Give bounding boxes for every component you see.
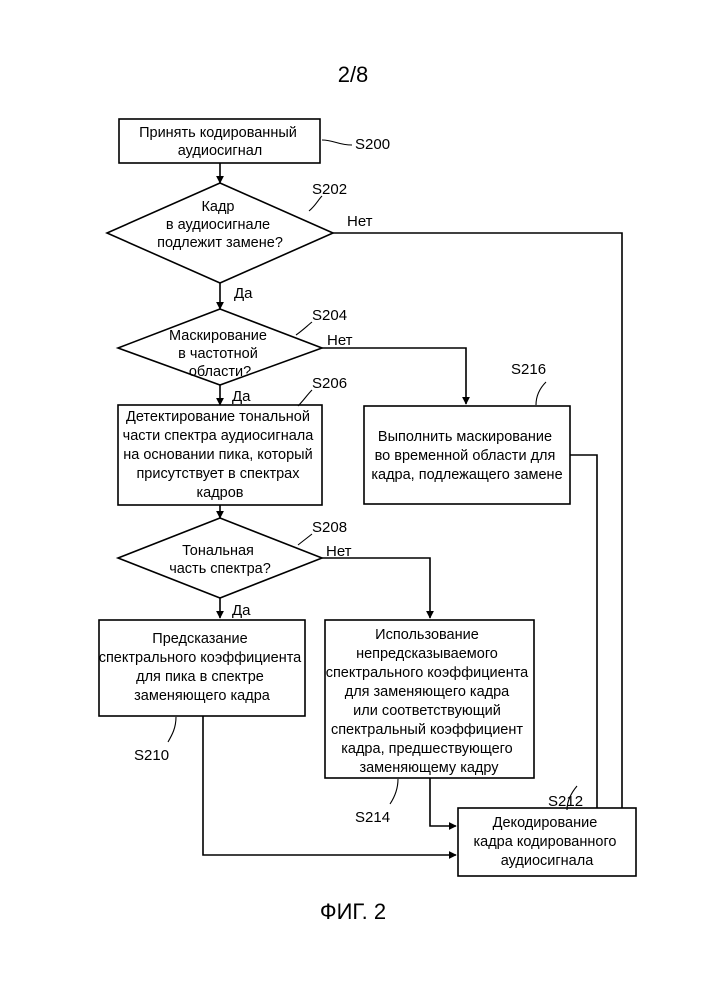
step-label-s206: S206 (312, 375, 347, 392)
arrow-s208-no-s214 (322, 558, 430, 618)
leader-s206 (298, 390, 312, 406)
edge-label-yes: Да (232, 602, 251, 619)
step-label-s208: S208 (312, 519, 347, 536)
edge-label-no: Нет (326, 543, 352, 560)
node-text-s216: Выполнить маскирование во временной обла… (371, 429, 562, 483)
leader-s210 (168, 717, 176, 742)
leader-s216 (536, 382, 546, 405)
page-number: 2/8 (338, 62, 369, 87)
leader-s202 (309, 196, 322, 211)
edge-label-no: Нет (327, 332, 353, 349)
figure-caption: ФИГ. 2 (320, 899, 386, 924)
arrow-s216-s212 (570, 455, 597, 830)
step-label-s216: S216 (511, 361, 546, 378)
arrow-s214-s212 (430, 778, 456, 826)
leader-s208 (298, 534, 312, 545)
step-label-s200: S200 (355, 136, 390, 153)
decision-s202 (107, 183, 333, 283)
step-label-s202: S202 (312, 181, 347, 198)
edge-label-no: Нет (347, 213, 373, 230)
step-label-s212: S212 (548, 793, 583, 810)
step-label-s204: S204 (312, 307, 347, 324)
edge-label-yes: Да (232, 388, 251, 405)
step-label-s214: S214 (355, 809, 390, 826)
leader-s214 (390, 779, 398, 804)
edge-label-yes: Да (234, 285, 253, 302)
step-label-s210: S210 (134, 747, 169, 764)
leader-s204 (296, 322, 312, 335)
leader-s200 (322, 140, 352, 145)
